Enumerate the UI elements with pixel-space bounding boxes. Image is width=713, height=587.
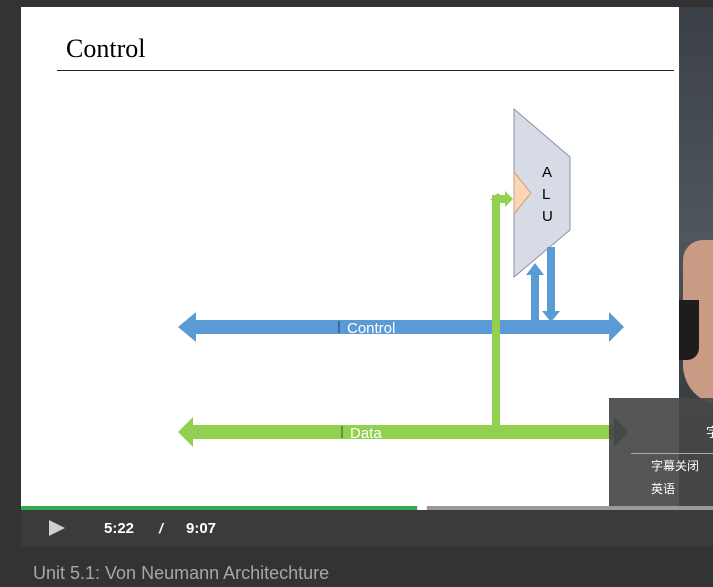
data-bus: Data — [178, 417, 628, 447]
play-icon[interactable] — [47, 518, 67, 538]
control-bus-label: Control — [347, 320, 395, 337]
alu-letter-u: U — [542, 208, 553, 225]
caption-menu-divider — [631, 453, 713, 454]
alu: A L U — [513, 107, 571, 279]
architecture-diagram: Control Data A L U — [178, 107, 628, 447]
progress-bar[interactable] — [21, 503, 713, 513]
slide-title: Control — [66, 34, 146, 63]
alu-control-arrows — [526, 247, 560, 322]
control-bar: 5:22 / 9:07 — [21, 510, 713, 547]
alu-letter-l: L — [542, 186, 550, 203]
caption-option-english[interactable]: 英语 — [651, 482, 676, 496]
page-heading: Unit 5.1: Von Neumann Architechture — [33, 563, 330, 583]
title-divider — [57, 70, 674, 71]
alu-letter-a: A — [542, 164, 552, 181]
progress-fill — [21, 506, 423, 510]
caption-menu: 字 字幕关闭 英语 — [609, 398, 713, 509]
presenter-shirt — [679, 300, 699, 360]
current-time: 5:22 — [104, 520, 135, 537]
duration: 9:07 — [186, 520, 217, 537]
time-separator: / — [159, 520, 163, 536]
progress-knob[interactable] — [417, 503, 428, 513]
caption-menu-header: 字 — [706, 425, 713, 440]
control-bus: Control — [178, 312, 624, 342]
data-bus-label: Data — [350, 425, 382, 442]
data-to-alu-arrow — [490, 191, 513, 425]
caption-option-off[interactable]: 字幕关闭 — [651, 459, 700, 473]
slide: Control Control Data A L U — [21, 7, 679, 510]
